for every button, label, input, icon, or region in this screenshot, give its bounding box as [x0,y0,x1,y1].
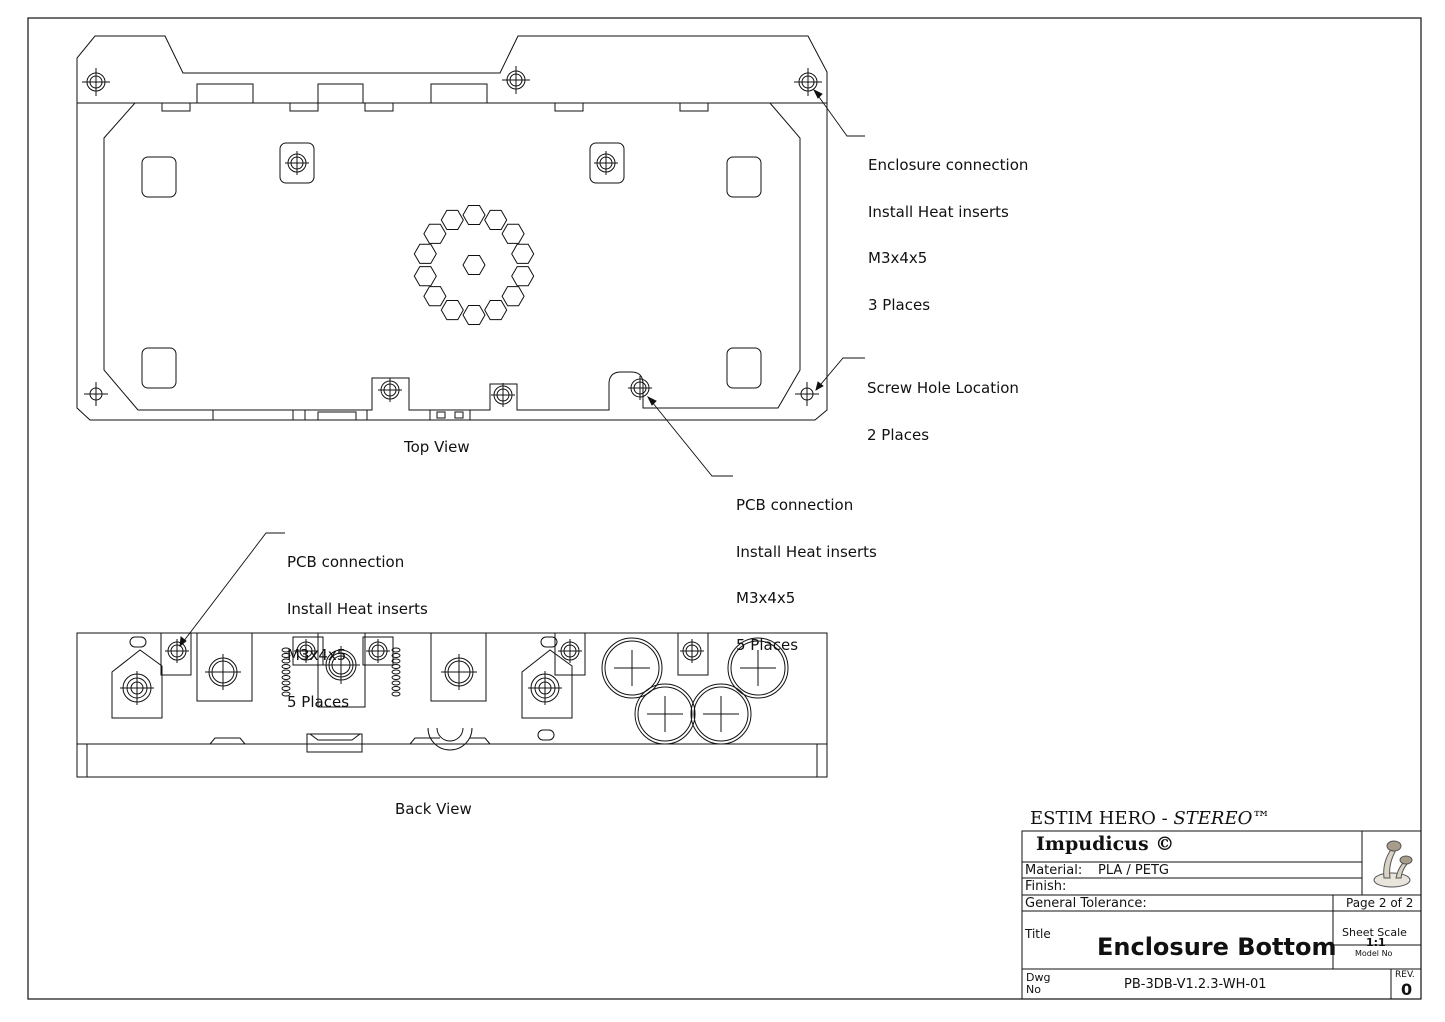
top-view [76,35,828,421]
material-value: PLA / PETG [1098,863,1169,878]
mushroom-logo-icon [1373,840,1413,888]
callout-line: M3x4x5 [736,589,796,607]
vent-hex [462,305,486,325]
callout-line: Enclosure connection [868,156,1029,174]
spring-coil [281,675,291,680]
sheet-scale-value: 1:1 [1366,936,1386,949]
spring-coil [281,680,291,686]
spring-coil [281,664,291,669]
top-view-outline [76,35,828,421]
vent-hex [440,209,464,230]
material-label: Material: [1025,863,1083,878]
callout-line: Install Heat inserts [736,542,877,561]
company-name: Impudicus © [1036,833,1175,855]
spring-coil [281,686,291,691]
spring-coil [391,675,401,680]
back-view-label: Back View [395,800,472,818]
spring-coil [391,658,401,664]
spring-coil [391,686,401,691]
spring-coil [391,647,401,653]
project-name: ESTIM HERO - STEREO™ [1030,808,1271,829]
enclosure-hole-right [794,68,822,96]
title-label: Title [1025,927,1051,941]
tolerance-label: General Tolerance: [1025,896,1147,911]
model-no-label: Model No [1355,949,1393,958]
vent-hex [440,300,464,321]
screw-hole-left [84,382,108,406]
spring-coil [281,669,291,675]
top-view-pocket [103,102,801,411]
enclosure-hole-center [502,66,530,94]
spring-coil [281,691,291,697]
callout-line: 3 Places [868,295,931,314]
callout-line: M3x4x5 [287,646,347,664]
callout-line: Install Heat inserts [868,202,1009,221]
sheet-scale-label: Sheet Scale [1342,926,1407,939]
callout-line: Install Heat inserts [287,599,428,618]
vent-hex [511,266,535,287]
title-block [1021,830,1422,1000]
callout-line: 5 Places [736,635,799,654]
top-view-label: Top View [404,438,470,456]
spring-coil [391,680,401,686]
spring-coil [281,653,291,658]
callout-pcb-connection-top: PCB connection Install Heat inserts M3x4… [736,467,877,669]
callout-line: M3x4x5 [868,249,928,267]
spring-coils-left [281,647,291,697]
callout-line: PCB connection [287,553,405,571]
spring-coil [391,664,401,669]
dwg-number: PB-3DB-V1.2.3-WH-01 [1124,977,1267,992]
back-view-outline [76,632,828,778]
callout-line: Screw Hole Location [867,379,1019,397]
vent-hex [413,243,437,264]
vent-hex [501,286,525,307]
vent-hex [462,255,486,275]
finish-label: Finish: [1025,879,1067,894]
rev-label: REV. [1395,970,1415,980]
enclosure-hole-left [82,68,110,96]
leader-lines [179,88,865,648]
dwg-label: Dwg No [1026,971,1051,996]
callout-line: 2 Places [867,425,930,444]
vent-hex [423,286,447,307]
screw-hole-right [795,382,819,406]
spring-coil [281,658,291,664]
vent-hex [484,300,508,321]
spring-coil [391,691,401,697]
vent-hex [413,266,437,287]
drawing-title: Enclosure Bottom [1097,933,1337,961]
callout-screw-hole: Screw Hole Location 2 Places [867,350,1019,459]
sheet-border [27,17,1422,1000]
spring-coil [391,669,401,675]
hex-vent-pattern [413,205,535,325]
callout-pcb-connection-back: PCB connection Install Heat inserts M3x4… [287,524,428,726]
callout-enclosure-connection: Enclosure connection Install Heat insert… [868,127,1028,329]
vent-hex [484,209,508,230]
spring-coil [391,653,401,658]
spring-coils-right [391,647,401,697]
vent-hex [423,223,447,244]
rev-value: 0 [1401,980,1413,999]
vent-hex [501,223,525,244]
page-number: Page 2 of 2 [1346,896,1414,910]
back-view [76,632,828,778]
spring-coil [281,647,291,653]
vent-hex [462,205,486,225]
callout-line: 5 Places [287,692,350,711]
vent-hex [511,243,535,264]
callout-line: PCB connection [736,496,854,514]
